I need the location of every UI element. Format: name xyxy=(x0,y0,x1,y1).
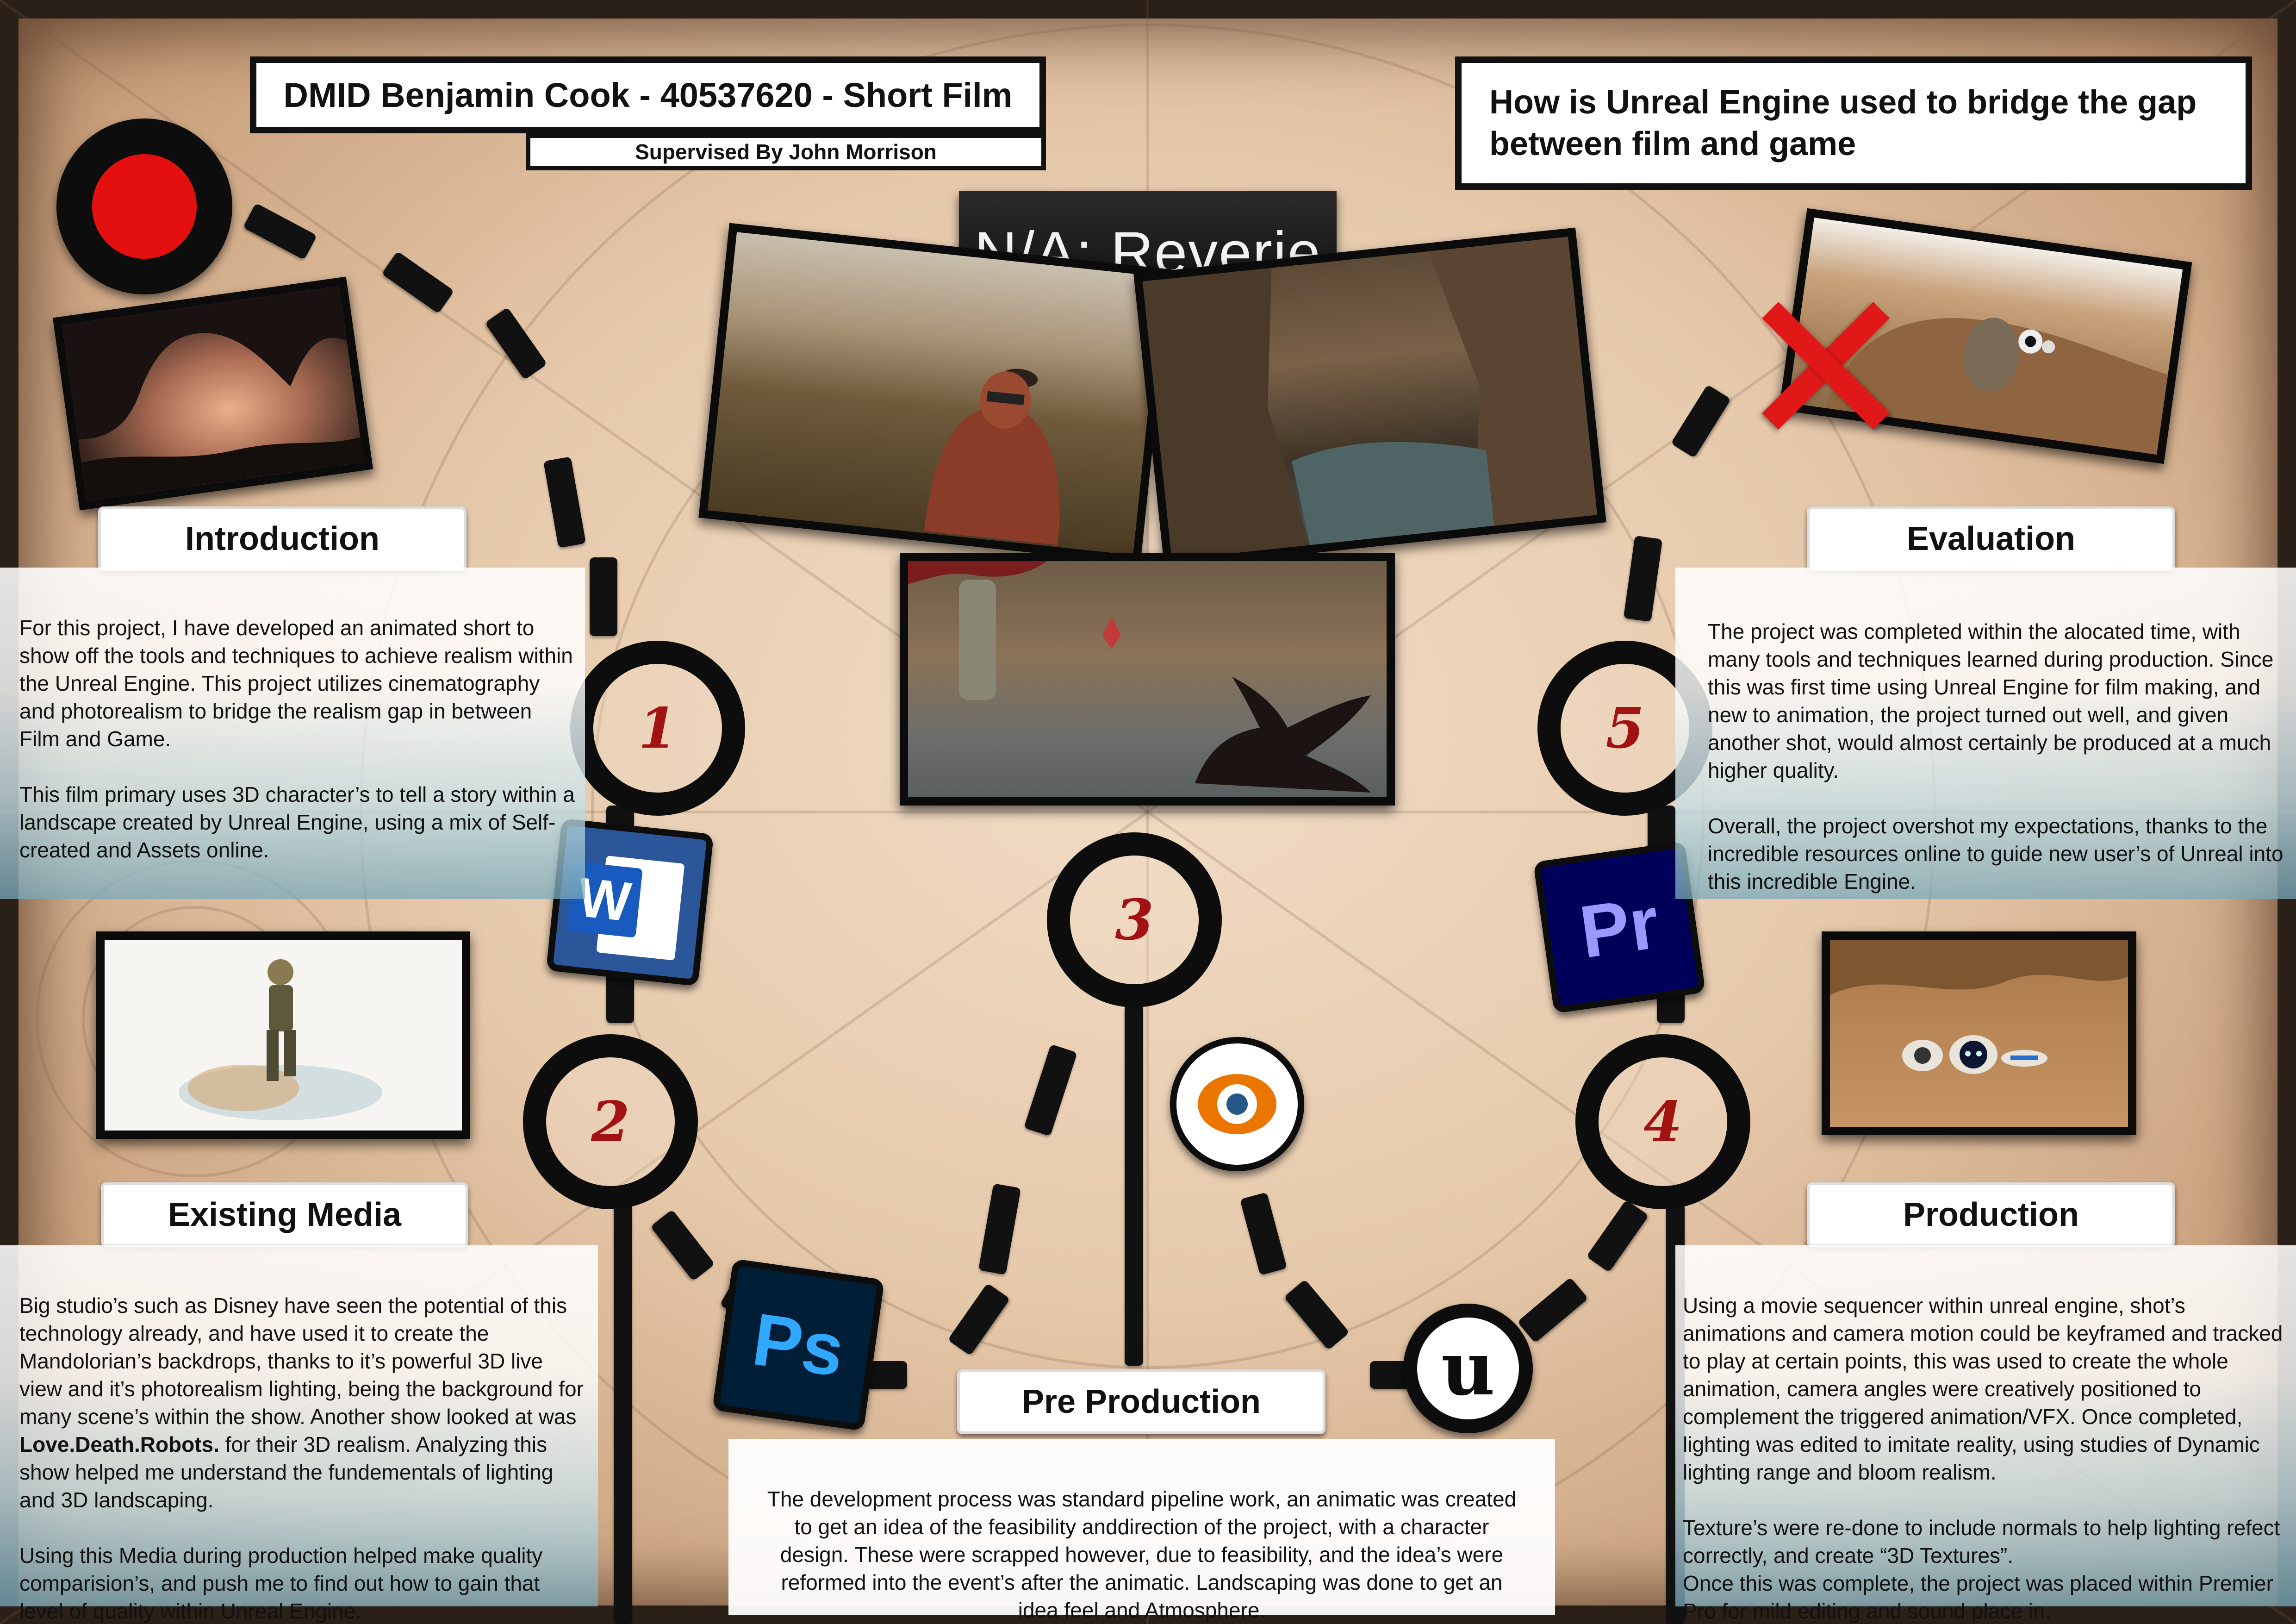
step-ring-3: 3 xyxy=(1047,832,1222,1007)
pre-production-label: Pre Production xyxy=(957,1369,1325,1434)
soldier-illustration xyxy=(179,959,382,1120)
evaluation-label: Evaluation xyxy=(1807,506,2175,571)
introduction-label-text: Introduction xyxy=(185,520,380,557)
production-panel: Using a movie sequencer within unreal en… xyxy=(1675,1245,2296,1623)
path-dash xyxy=(614,1204,632,1624)
photoshop-icon-letters: Ps xyxy=(747,1297,849,1392)
step-number-4: 4 xyxy=(1643,1089,1682,1155)
premiere-icon-letters: Pr xyxy=(1574,881,1664,974)
step-ring-1: 1 xyxy=(570,641,745,816)
poster-title: DMID Benjamin Cook - 40537620 - Short Fi… xyxy=(283,75,1013,114)
robot-scene xyxy=(1825,318,2168,455)
introduction-text: For this project, I have developed an an… xyxy=(19,616,575,862)
step-number-2: 2 xyxy=(591,1089,630,1155)
production-text: Using a movie sequencer within unreal en… xyxy=(1683,1293,2283,1623)
intro-cave-photo xyxy=(52,276,373,511)
poster-title-box: DMID Benjamin Cook - 40537620 - Short Fi… xyxy=(250,56,1046,133)
robots-in-sand xyxy=(1830,940,2128,1074)
path-dash xyxy=(1125,1005,1143,1366)
production-photo-robots xyxy=(1822,931,2136,1135)
blender-icon xyxy=(1170,1037,1304,1171)
introduction-label: Introduction xyxy=(98,506,467,571)
step-number-5: 5 xyxy=(1605,695,1644,761)
introduction-panel: For this project, I have developed an an… xyxy=(0,568,585,899)
film-still-canyon xyxy=(1133,227,1606,569)
pre-production-panel: The development process was standard pip… xyxy=(728,1439,1555,1622)
dragon-silhouette xyxy=(908,561,1371,793)
photoshop-icon: Ps xyxy=(712,1258,885,1431)
step-number-3: 3 xyxy=(1115,887,1154,953)
path-dash xyxy=(590,557,617,636)
cave-silhouette xyxy=(62,286,364,501)
research-question: How is Unreal Engine used to bridge the … xyxy=(1489,84,2197,162)
existing-media-photo-soldier xyxy=(96,931,470,1139)
production-label: Production xyxy=(1807,1182,2175,1247)
existing-media-text-b: for their 3D realism. Analyzing this sho… xyxy=(19,1432,554,1623)
supervisor-text: Supervised By John Morrison xyxy=(635,140,937,164)
research-question-box: How is Unreal Engine used to bridge the … xyxy=(1455,56,2252,190)
canyon-rocks xyxy=(1142,237,1598,560)
armored-character xyxy=(924,369,1059,545)
rejected-cross-icon xyxy=(1745,287,1902,444)
step-ring-2: 2 xyxy=(523,1034,698,1209)
existing-media-text-bold: Love.Death.Robots. xyxy=(19,1432,219,1456)
evaluation-photo-robot xyxy=(1779,208,2192,464)
existing-media-panel: Big studio’s such as Disney have seen th… xyxy=(0,1245,598,1623)
step-number-1: 1 xyxy=(638,695,677,761)
existing-media-text-a: Big studio’s such as Disney have seen th… xyxy=(19,1293,584,1429)
film-still-dragon xyxy=(900,553,1395,806)
pre-production-text: The development process was standard pip… xyxy=(767,1487,1517,1622)
record-icon xyxy=(56,119,232,294)
supervisor-box: Supervised By John Morrison xyxy=(526,133,1046,170)
evaluation-panel: The project was completed within the alo… xyxy=(1675,568,2296,899)
film-still-character xyxy=(698,223,1171,564)
production-label-text: Production xyxy=(1903,1196,2079,1233)
existing-media-label-text: Existing Media xyxy=(168,1196,402,1233)
existing-media-label: Existing Media xyxy=(101,1182,468,1247)
evaluation-text: The project was completed within the alo… xyxy=(1708,619,2284,893)
pre-production-label-text: Pre Production xyxy=(1021,1383,1261,1420)
step-ring-4: 4 xyxy=(1575,1034,1750,1209)
unreal-engine-icon: u xyxy=(1403,1304,1533,1433)
evaluation-label-text: Evaluation xyxy=(1906,520,2076,557)
